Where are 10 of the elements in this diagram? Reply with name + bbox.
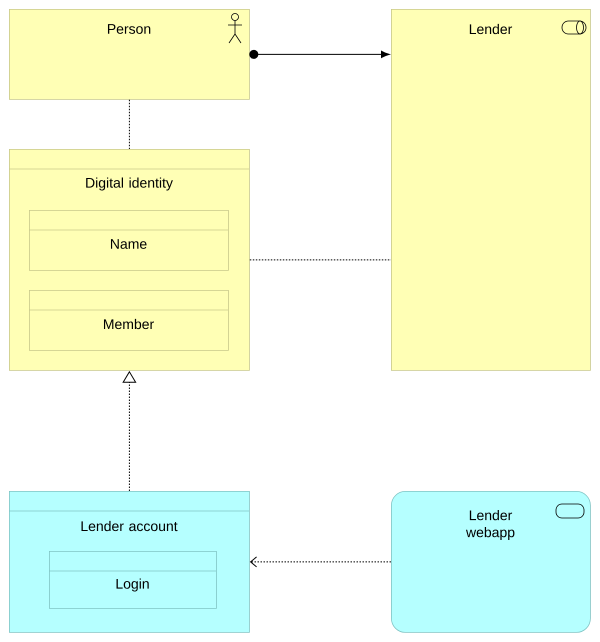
connector (249, 259, 392, 260)
object-box: Login (48, 551, 217, 609)
service-box: Lender (391, 9, 591, 371)
object-box: Member (28, 290, 229, 351)
connector (250, 556, 392, 568)
application-box: Lender webapp (391, 491, 591, 633)
actor-box: Person (9, 9, 250, 100)
object-box: Name (28, 210, 229, 271)
connector (128, 99, 130, 150)
connector (249, 50, 390, 59)
